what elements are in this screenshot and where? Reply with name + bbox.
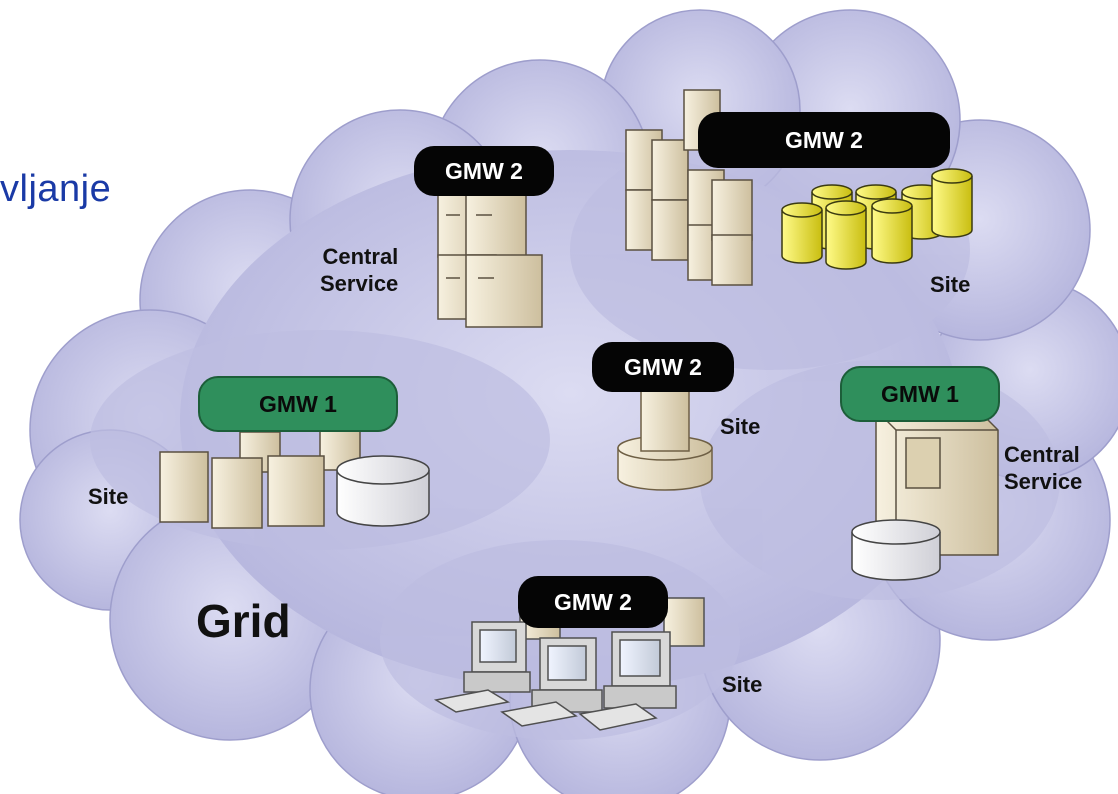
central-service-right-label: Central Service (1004, 441, 1082, 495)
site-bottom-label: Site (722, 672, 763, 697)
central-service-right-label-line2: Service (1004, 469, 1083, 494)
site-center-badge: GMW 2 (592, 342, 734, 392)
server-rack-icon (437, 194, 543, 328)
site-top-right-badge: GMW 2 (698, 112, 950, 168)
mainframe-icon (851, 409, 999, 581)
site-center-label: Site (720, 414, 761, 439)
central-service-top-label-line2: Service (320, 271, 399, 296)
site-bottom-badge: GMW 2 (518, 576, 668, 628)
grid-label: Grid (196, 595, 291, 647)
storage-cluster-icon (625, 89, 973, 286)
site-top-right-label: Site (930, 272, 971, 297)
central-service-right-label-line1: Central (1004, 442, 1080, 467)
central-service-top-label: Central Service (320, 243, 398, 297)
central-service-right-badge: GMW 1 (840, 366, 1000, 422)
workstations-icon (433, 594, 705, 731)
column-icon (617, 381, 713, 491)
site-left-badge: GMW 1 (198, 376, 398, 432)
server-cluster-icon (159, 429, 430, 529)
central-service-top-badge: GMW 2 (414, 146, 554, 196)
slide-title-fragment: vljanje (0, 168, 112, 210)
central-service-top-label-line1: Central (322, 244, 399, 269)
site-left-label: Site (88, 484, 129, 509)
